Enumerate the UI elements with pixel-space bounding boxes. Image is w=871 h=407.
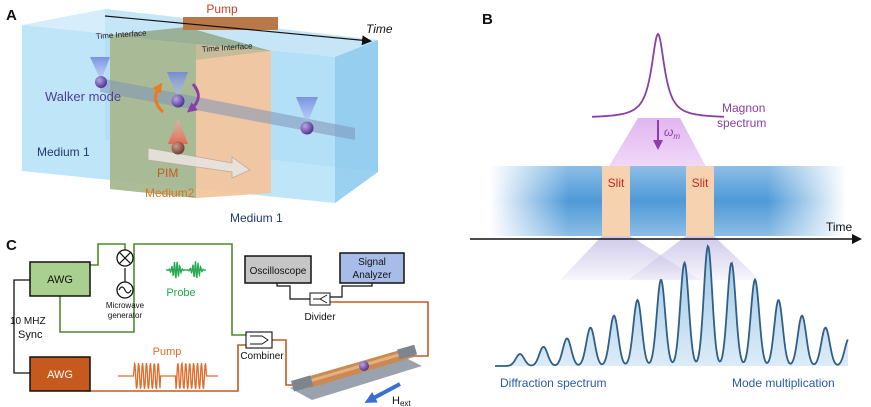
pim-ball-icon	[171, 141, 185, 155]
hext-arrow	[364, 382, 401, 403]
medium2-slab-front	[110, 35, 196, 198]
box-right-face	[335, 40, 378, 203]
magnon-spectrum-curve	[591, 32, 725, 118]
mixer-cross-b	[119, 252, 131, 264]
multiplication-label: Mode multiplication	[732, 376, 835, 390]
diffraction-spectrum-curve	[495, 244, 849, 367]
panel-a: Pump Time Time Interface Time Interface …	[6, 2, 393, 225]
pim-label: PIM	[157, 166, 178, 180]
medium2-slab-orange-front	[196, 44, 271, 198]
connector-right	[396, 344, 418, 360]
medium1-left-label: Medium 1	[37, 145, 90, 159]
awg-bottom-box	[29, 356, 91, 392]
slit-left-label: Slit	[608, 176, 625, 190]
cone-left-icon	[90, 57, 110, 81]
sync-wire	[13, 279, 30, 374]
sync-label-2: Sync	[18, 329, 43, 341]
magnon-ball-center-icon	[171, 94, 185, 108]
mw-wave	[118, 286, 132, 294]
cone-red-icon	[168, 118, 188, 144]
yig-sphere-icon	[359, 361, 369, 371]
awg-bottom-label: AWG	[47, 369, 73, 381]
divider-symbol	[313, 294, 328, 304]
oscilloscope-box	[244, 255, 312, 284]
rotation-arrow-orange-icon	[152, 82, 165, 114]
diffraction-spectrum-fill	[495, 246, 848, 366]
oscilloscope-label: Oscilloscope	[250, 266, 307, 277]
panel-b: B ωm Magnon spectrum Slit Slit Time Diff…	[470, 11, 862, 390]
probe-label: Probe	[166, 287, 195, 299]
divider-to-analyzer	[330, 283, 373, 298]
time-interface-right: Time Interface	[202, 41, 254, 54]
time-label-b: Time	[826, 220, 853, 234]
awg-top-label: AWG	[47, 274, 73, 286]
pump-label-c: Pump	[153, 346, 182, 358]
signal-analyzer-box	[339, 252, 405, 284]
time-band-shade	[490, 166, 846, 236]
slit-right	[686, 166, 714, 236]
hext-label: Hext	[392, 395, 411, 407]
cone-center-icon	[167, 72, 188, 98]
mw-label-1: Microwave	[106, 301, 145, 310]
pump-bar	[183, 17, 278, 30]
panel-c-label: C	[6, 237, 17, 254]
slit-right-label: Slit	[692, 176, 709, 190]
probe-pulse	[165, 261, 207, 279]
rotation-arrow-purple-icon	[186, 83, 200, 113]
medium1-right-label: Medium 1	[230, 211, 283, 225]
diffraction-label: Diffraction spectrum	[500, 376, 606, 390]
time-interface-left: Time Interface	[96, 28, 148, 41]
panel-a-label: A	[6, 7, 17, 24]
magnon-spectrum-label-2: spectrum	[717, 116, 766, 130]
probe-wire-top	[90, 243, 126, 266]
stage-base	[290, 355, 422, 400]
combiner-label: Combiner	[240, 351, 284, 362]
divider-to-scope	[276, 283, 310, 300]
time-axis-a	[104, 15, 372, 46]
stage-strip	[304, 352, 407, 383]
medium2-label: Medium2	[145, 186, 195, 200]
omega-label: ωm	[664, 125, 680, 141]
magnon-spectrum-label-1: Magnon	[722, 101, 765, 115]
connector-left	[291, 375, 314, 392]
probe-wire-bottom	[59, 243, 246, 336]
pump-label: Pump	[206, 2, 238, 16]
sync-label-1: 10 MHZ	[10, 316, 46, 327]
diffraction-beam-right	[628, 236, 760, 280]
cone-right-icon	[296, 97, 318, 124]
walker-mode-label: Walker mode	[45, 89, 121, 104]
mw-label-2: generator	[108, 311, 143, 320]
divider-label: Divider	[304, 312, 336, 323]
walker-ball-right-icon	[300, 121, 314, 135]
panel-c: C 10 MHZ Sync AWG AWG Microwave generato…	[6, 237, 429, 407]
awg-top-box	[29, 261, 91, 297]
panel-b-label: B	[482, 11, 493, 28]
combiner-symbol	[250, 335, 269, 345]
beam-path	[100, 78, 355, 140]
pim-arrow	[147, 147, 251, 179]
analyzer-label-2: Analyzer	[353, 270, 393, 281]
pump-pulse	[118, 361, 218, 391]
combiner-out-wire	[272, 339, 300, 386]
slit-left	[602, 166, 630, 236]
walker-ball-left-icon	[95, 76, 107, 88]
time-label-a: Time	[366, 22, 393, 36]
stage-to-divider-wire	[330, 301, 429, 357]
analyzer-label-1: Signal	[358, 257, 386, 268]
